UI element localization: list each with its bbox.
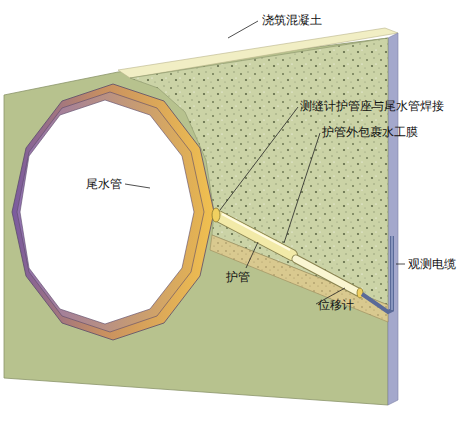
leader-line: [284, 133, 320, 243]
trench: [210, 235, 388, 322]
leader-line: [396, 264, 405, 265]
leader-line: [228, 21, 258, 38]
front-face: [4, 38, 388, 405]
callout-label: 观测电缆: [408, 257, 456, 271]
cable-highlight: [391, 236, 392, 310]
cable: [362, 236, 392, 312]
callout-label: 浇筑混凝土: [262, 13, 322, 27]
callout-label: 护管外包裹水工膜: [322, 125, 418, 139]
displacement-meter: [296, 259, 358, 292]
callout-label: 测缝计护管座与尾水管焊接: [300, 99, 444, 113]
draft-tube-hole: [20, 100, 194, 324]
draft-tube-inner: [17, 92, 204, 332]
callout-label: 护管: [226, 270, 250, 284]
leader-line: [220, 107, 298, 210]
tube-seat: [212, 208, 220, 222]
callout-label: 位移计: [318, 298, 354, 312]
leader-line: [125, 184, 150, 188]
draft-tube: [12, 84, 214, 340]
callout-label: 尾水管: [86, 177, 122, 191]
tube-highlight: [222, 214, 290, 250]
displacement-meter-body: [296, 259, 358, 292]
leader-line: [246, 242, 258, 268]
side-face: [388, 33, 398, 405]
